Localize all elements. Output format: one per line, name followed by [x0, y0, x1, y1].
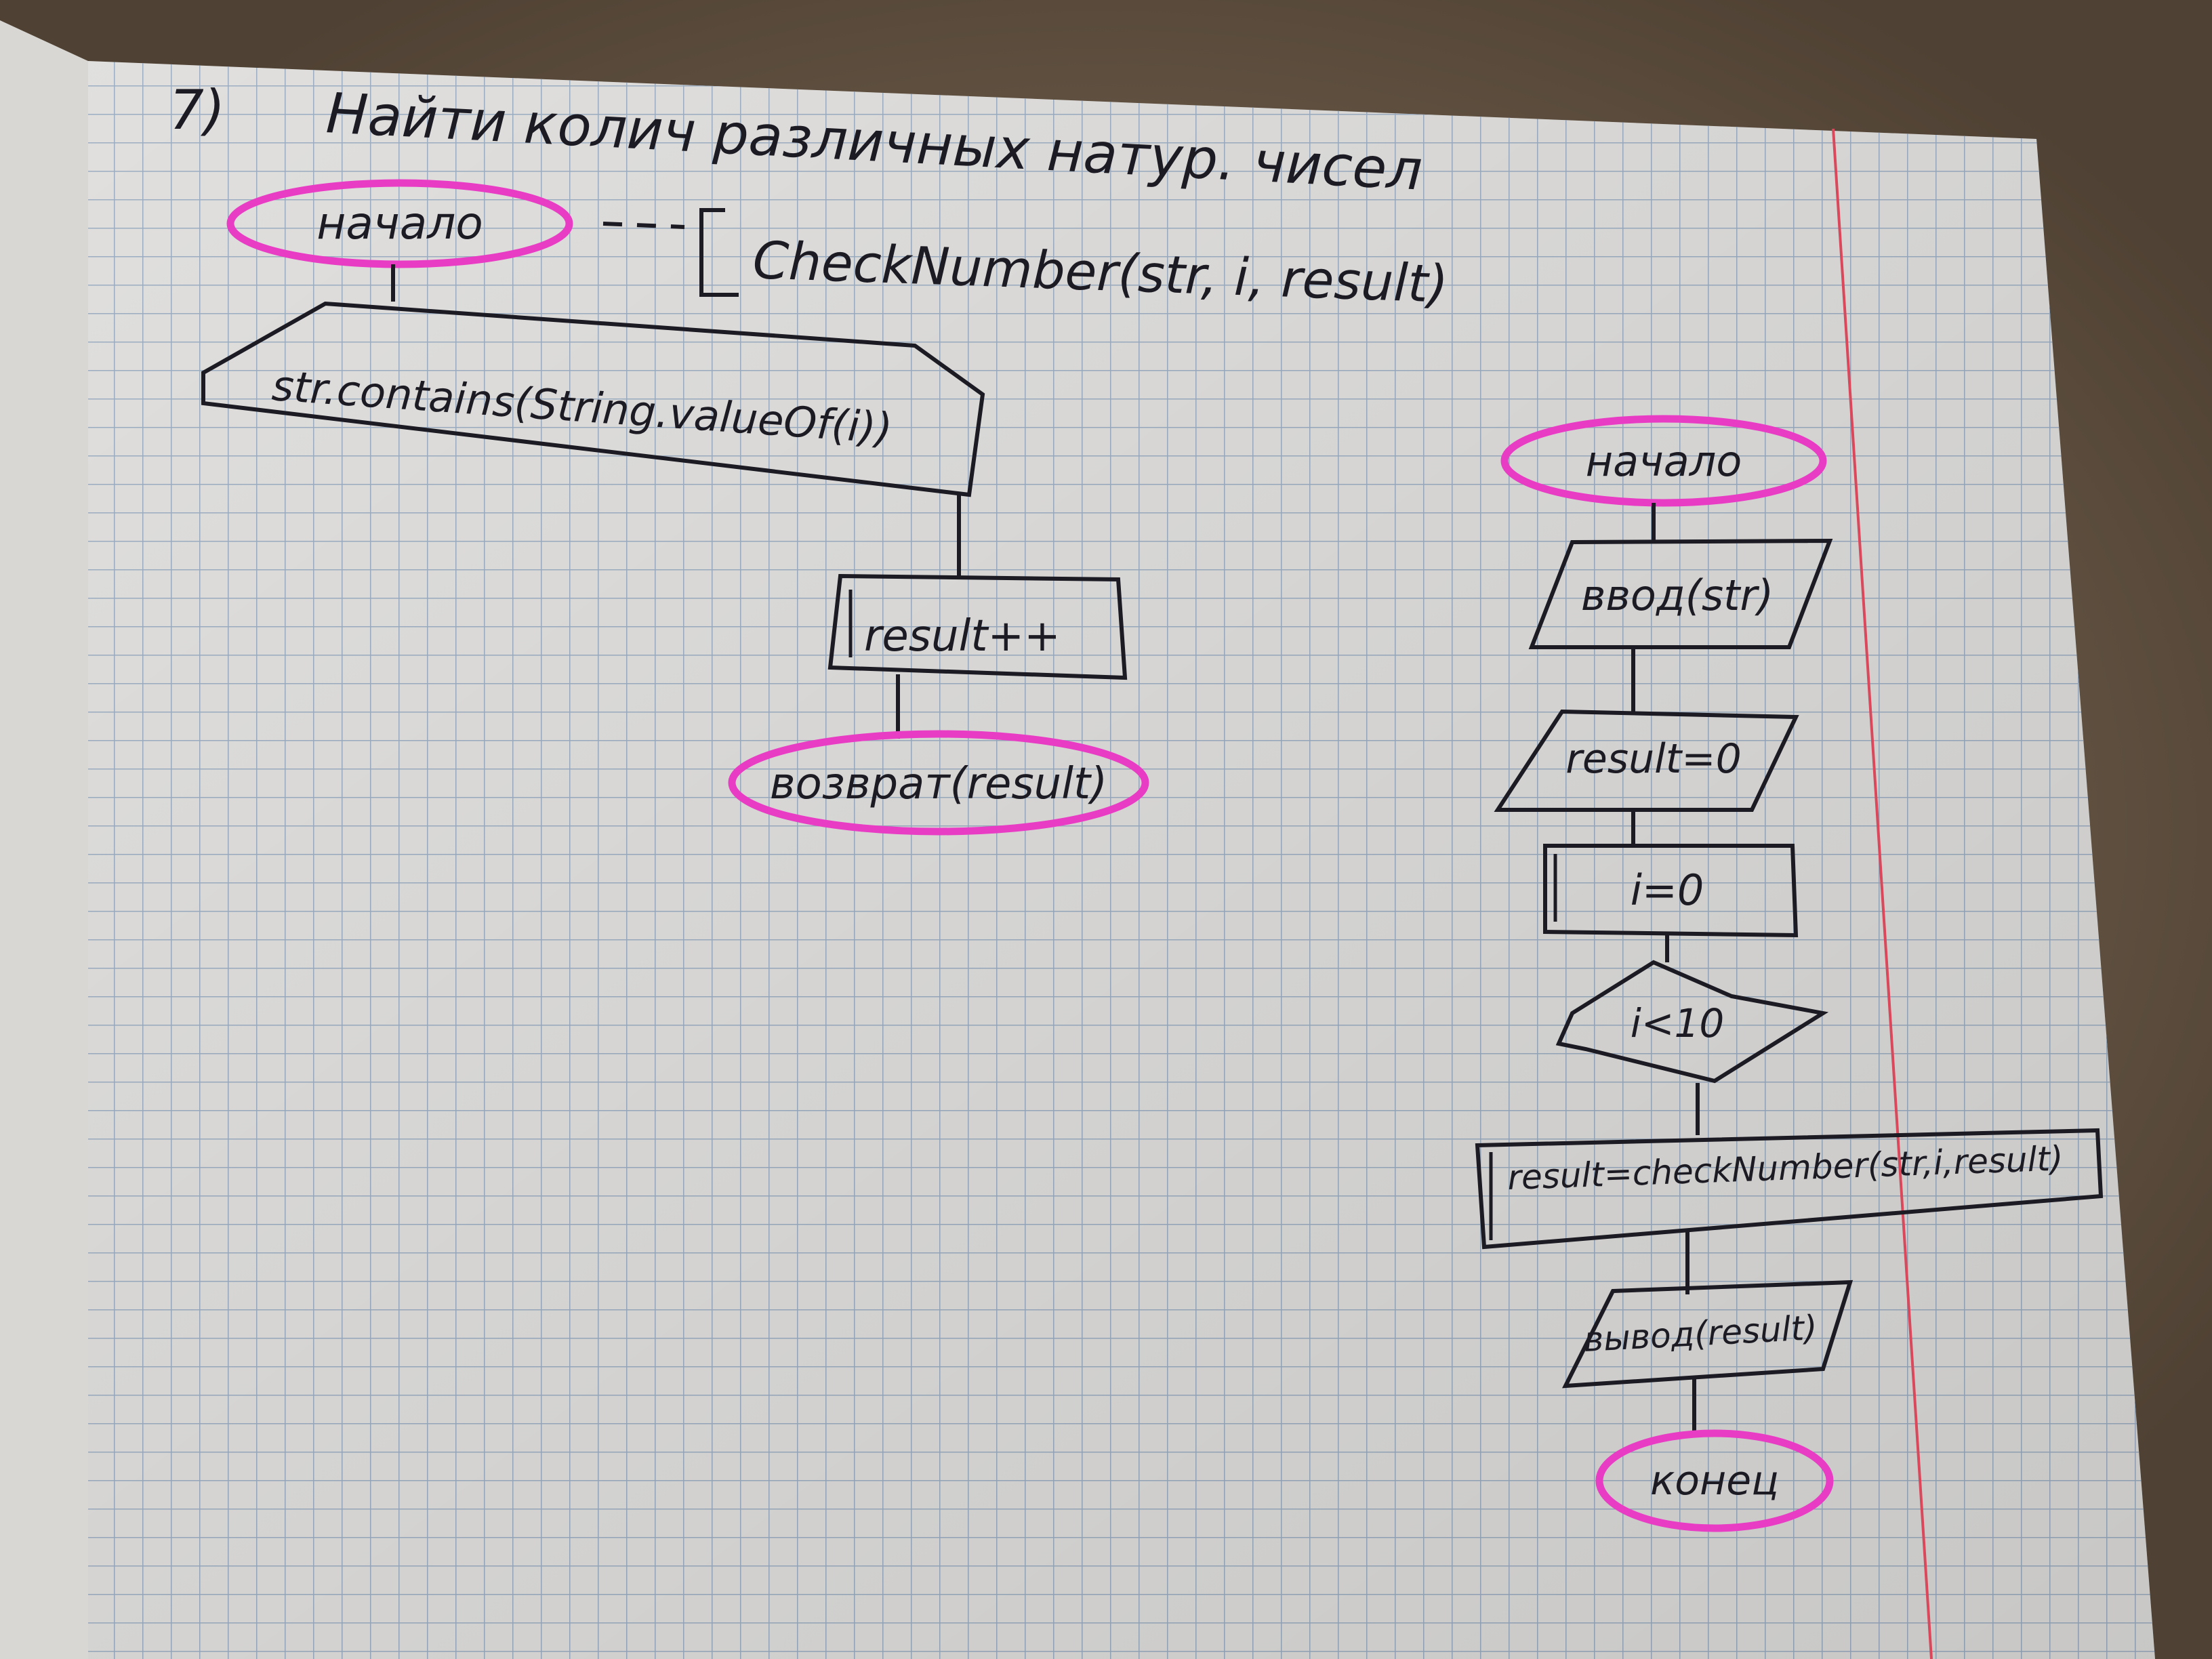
main-end-terminal — [1595, 1429, 1834, 1532]
sub-increment-box — [827, 573, 1128, 680]
task-number: 7) — [169, 79, 225, 142]
main-input-label: ввод(str) — [1581, 571, 1774, 620]
sub-return-label: возврат(result) — [770, 759, 1107, 809]
notebook-page — [88, 61, 2155, 1659]
sub-start-terminal — [226, 179, 573, 268]
sub-return-terminal — [728, 730, 1149, 836]
main-start-terminal — [1500, 415, 1827, 507]
sub-increment-label: result++ — [864, 611, 1061, 661]
main-loop-condition-label: i<10 — [1631, 1000, 1725, 1046]
sub-condition-shape — [201, 301, 985, 497]
main-init-i-box — [1543, 844, 1799, 938]
main-call-box — [1475, 1128, 2104, 1250]
main-output-parallelogram — [1561, 1279, 1853, 1389]
margin-line — [1832, 128, 1933, 1659]
main-start-label: начало — [1586, 436, 1742, 486]
main-init-i-label: i=0 — [1631, 865, 1704, 915]
main-input-parallelogram — [1528, 538, 1833, 649]
main-init-result-label: result=0 — [1565, 735, 1742, 783]
notebook-left-page — [0, 20, 88, 1659]
dashed-connector — [602, 222, 685, 229]
bracket-connector-icon — [699, 208, 739, 297]
main-end-label: конец — [1650, 1457, 1779, 1504]
main-loop-condition-shape — [1555, 960, 1829, 1084]
sub-start-label: начало — [316, 197, 483, 249]
main-init-result-parallelogram — [1494, 709, 1799, 812]
